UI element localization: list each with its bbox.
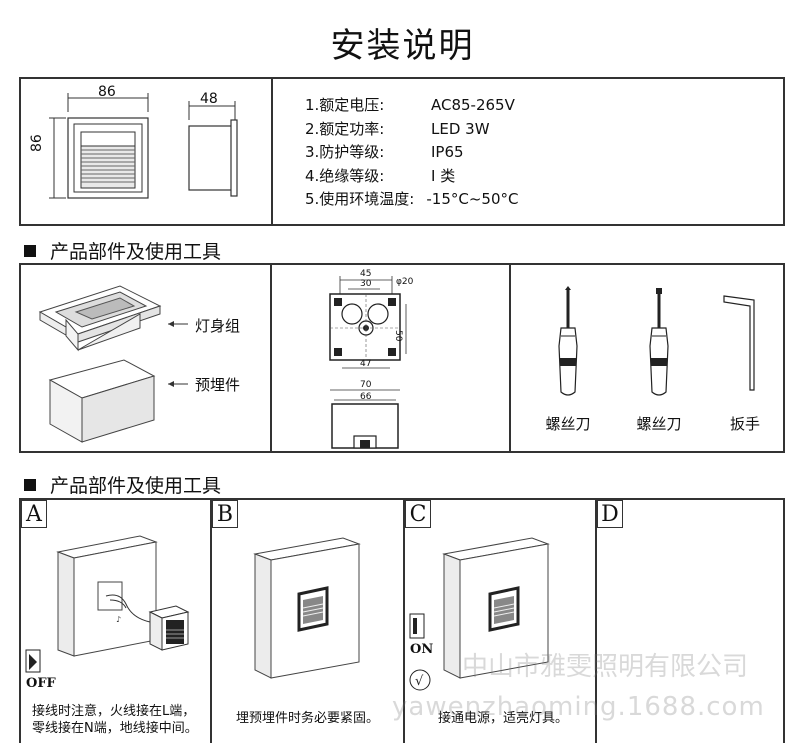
front-height-label: 86 <box>29 134 45 152</box>
spec-divider <box>271 77 273 226</box>
dimension-drawing <box>49 93 238 199</box>
step-c-letter: C <box>405 500 431 528</box>
dim-70-label: 70 <box>360 380 372 390</box>
screwdriver-flat-icon <box>649 288 669 396</box>
lamp-body-label: 灯身组 <box>195 317 241 335</box>
spec-value: AC85-265V <box>431 96 515 114</box>
spec-label: 3.防护等级: <box>305 143 385 161</box>
page-title: 安装说明 <box>330 26 475 66</box>
section-heading-parts: 产品部件及使用工具 <box>24 237 221 264</box>
spec-value: IP65 <box>431 143 464 161</box>
step-a-note-line1: 接线时注意，火线接在L端， <box>32 704 196 719</box>
step-b-install-illustration <box>253 537 361 679</box>
spec-item: 1.额定电压: AC85-265V <box>305 94 518 118</box>
step-b-letter: B <box>212 500 238 528</box>
spec-item: 3.防护等级: IP65 <box>305 141 518 165</box>
dim-66-label: 66 <box>360 392 372 402</box>
tool-label-screwdriver-1: 螺丝刀 <box>545 415 591 433</box>
bullet-square-icon <box>24 479 36 491</box>
dim-47-label: 47 <box>360 359 372 369</box>
step-a-note: 接线时注意，火线接在L端， 零线接在N端，地线接中间。 <box>32 703 198 737</box>
side-depth-label: 48 <box>200 91 218 107</box>
dim-phi20-label: φ20 <box>396 277 414 287</box>
dim-50-label: 50 <box>393 330 403 342</box>
svg-text:♪: ♪ <box>116 615 121 624</box>
steps-divider-1 <box>210 498 212 743</box>
parts-drawing <box>38 285 188 443</box>
spec-label: 1.额定电压: <box>305 96 385 114</box>
step-b-note: 埋预埋件时务必要紧固。 <box>236 711 380 726</box>
parts-divider-2 <box>509 263 511 453</box>
step-a-note-line2: 零线接在N端，地线接中间。 <box>32 721 198 736</box>
spec-list: 1.额定电压: AC85-265V 2.额定功率: LED 3W 3.防护等级: IP… <box>305 94 518 212</box>
section-heading-steps: 产品部件及使用工具 <box>24 471 221 498</box>
step-c-note: 接通电源，适亮灯具。 <box>438 711 569 726</box>
spec-item: 2.额定功率: LED 3W <box>305 118 518 142</box>
watermark-url: yawenzhaoming.1688.com <box>392 692 765 722</box>
bullet-square-icon <box>24 245 36 257</box>
step-c-on-label: ON <box>410 642 434 657</box>
step-a-off-label: OFF <box>26 676 56 691</box>
spec-label: 5.使用环境温度: <box>305 190 415 208</box>
screwdriver-phillips-icon <box>558 286 578 396</box>
tool-label-screwdriver-2: 螺丝刀 <box>636 415 682 433</box>
step-d-letter: D <box>597 500 623 528</box>
steps-divider-3 <box>595 498 597 743</box>
section-heading-text: 产品部件及使用工具 <box>50 241 222 263</box>
spec-label: 4.绝缘等级: <box>305 166 385 185</box>
spec-label: 2.额定功率: <box>305 119 385 138</box>
step-c-power-illustration: √ <box>409 537 550 691</box>
step-a-wiring-illustration: ♪ <box>25 535 190 673</box>
embedded-box-label: 预埋件 <box>195 376 241 394</box>
section-heading-text: 产品部件及使用工具 <box>50 475 222 497</box>
box-technical-drawing <box>329 276 407 449</box>
spec-value: -15°C~50°C <box>426 190 519 208</box>
watermark-company: 中山市雅雯照明有限公司 <box>462 652 749 682</box>
spec-value: LED 3W <box>431 119 490 138</box>
dim-30-label: 30 <box>360 279 372 289</box>
tool-label-wrench: 扳手 <box>729 415 760 433</box>
step-a-letter: A <box>21 500 47 528</box>
hex-key-wrench-icon <box>723 295 755 391</box>
front-width-label: 86 <box>98 84 116 100</box>
spec-item: 4.绝缘等级: I 类 <box>305 165 518 189</box>
svg-text:√: √ <box>415 674 424 689</box>
steps-divider-2 <box>403 498 405 743</box>
dim-45-label: 45 <box>360 269 372 279</box>
spec-value: I 类 <box>431 166 456 185</box>
spec-item: 5.使用环境温度: -15°C~50°C <box>305 188 518 212</box>
parts-divider-1 <box>270 263 272 453</box>
